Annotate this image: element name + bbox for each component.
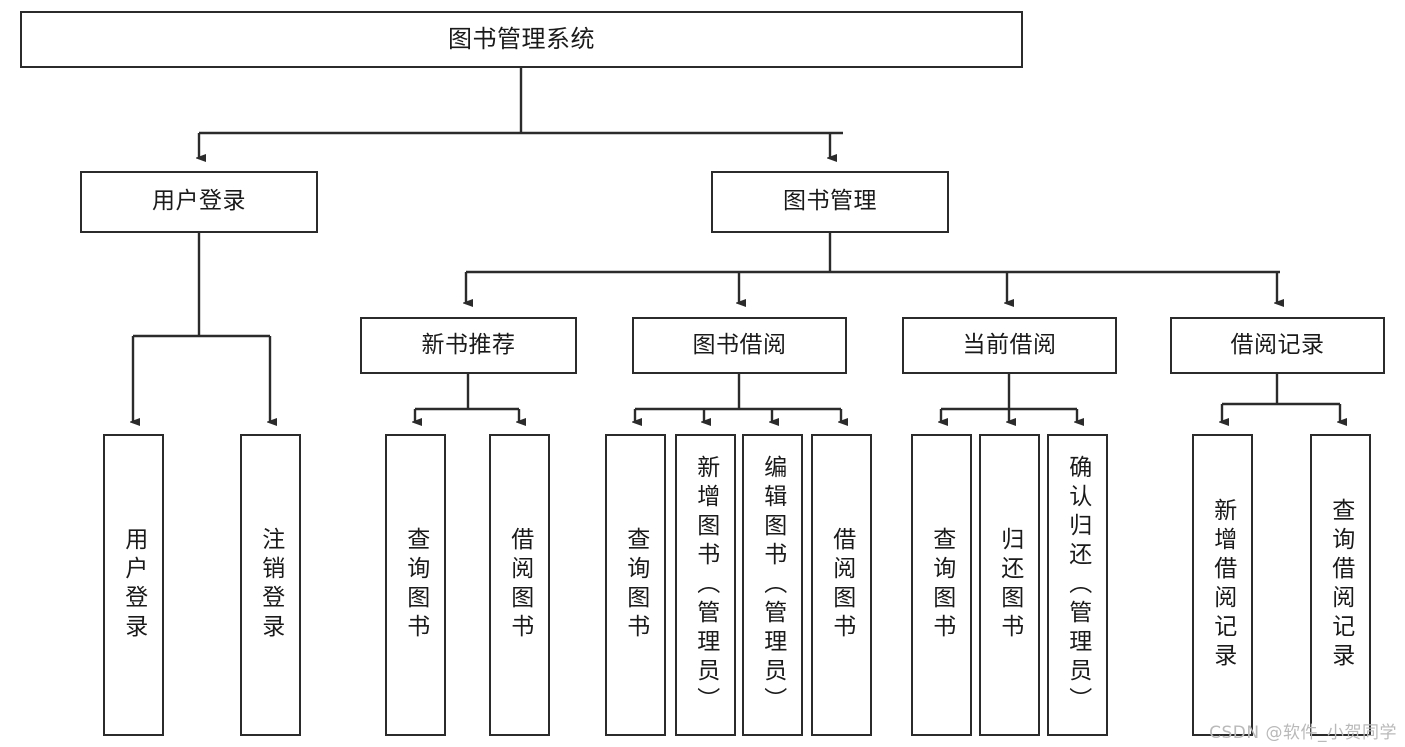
node-leaf-query-book-1-label: 查询图书 bbox=[402, 527, 429, 643]
node-leaf-query-record-label: 查询借阅记录 bbox=[1327, 498, 1354, 672]
node-borrow-record[interactable]: 借阅记录 bbox=[1170, 317, 1385, 374]
node-leaf-query-book-2-label: 查询图书 bbox=[622, 527, 649, 643]
node-root-label: 图书管理系统 bbox=[448, 25, 595, 54]
node-leaf-borrow-book-1[interactable]: 借阅图书 bbox=[489, 434, 550, 736]
node-book-borrow-label: 图书借阅 bbox=[692, 331, 787, 358]
node-root[interactable]: 图书管理系统 bbox=[20, 11, 1023, 68]
node-leaf-borrow-book-2-label: 借阅图书 bbox=[828, 527, 855, 643]
node-leaf-borrow-book-2[interactable]: 借阅图书 bbox=[811, 434, 872, 736]
node-leaf-edit-book-label: 编辑图书（管理员） bbox=[759, 454, 786, 716]
node-leaf-edit-book[interactable]: 编辑图书（管理员） bbox=[742, 434, 803, 736]
node-borrow-record-label: 借阅记录 bbox=[1230, 331, 1325, 358]
node-leaf-user-logout-label: 注销登录 bbox=[257, 527, 284, 643]
node-leaf-query-book-1[interactable]: 查询图书 bbox=[385, 434, 446, 736]
node-new-book-rec[interactable]: 新书推荐 bbox=[360, 317, 577, 374]
node-leaf-query-record[interactable]: 查询借阅记录 bbox=[1310, 434, 1371, 736]
node-book-borrow[interactable]: 图书借阅 bbox=[632, 317, 847, 374]
node-leaf-borrow-book-1-label: 借阅图书 bbox=[506, 527, 533, 643]
node-leaf-user-login[interactable]: 用户登录 bbox=[103, 434, 164, 736]
node-user-login-label: 用户登录 bbox=[152, 188, 246, 215]
node-leaf-add-record[interactable]: 新增借阅记录 bbox=[1192, 434, 1253, 736]
node-user-login[interactable]: 用户登录 bbox=[80, 171, 318, 233]
node-current-borrow-label: 当前借阅 bbox=[962, 331, 1057, 358]
node-leaf-confirm-return[interactable]: 确认归还（管理员） bbox=[1047, 434, 1108, 736]
node-current-borrow[interactable]: 当前借阅 bbox=[902, 317, 1117, 374]
node-leaf-add-book[interactable]: 新增图书（管理员） bbox=[675, 434, 736, 736]
node-book-manage-label: 图书管理 bbox=[783, 188, 877, 215]
node-leaf-query-book-3[interactable]: 查询图书 bbox=[911, 434, 972, 736]
node-leaf-return-book[interactable]: 归还图书 bbox=[979, 434, 1040, 736]
node-leaf-add-record-label: 新增借阅记录 bbox=[1209, 498, 1236, 672]
node-leaf-return-book-label: 归还图书 bbox=[996, 527, 1023, 643]
node-leaf-query-book-2[interactable]: 查询图书 bbox=[605, 434, 666, 736]
node-leaf-query-book-3-label: 查询图书 bbox=[928, 527, 955, 643]
node-leaf-confirm-return-label: 确认归还（管理员） bbox=[1064, 454, 1091, 716]
node-leaf-user-login-label: 用户登录 bbox=[120, 527, 147, 643]
node-leaf-user-logout[interactable]: 注销登录 bbox=[240, 434, 301, 736]
node-book-manage[interactable]: 图书管理 bbox=[711, 171, 949, 233]
node-new-book-rec-label: 新书推荐 bbox=[421, 331, 516, 358]
node-leaf-add-book-label: 新增图书（管理员） bbox=[692, 454, 719, 716]
csdn-watermark: CSDN @软件_小贺同学 bbox=[1209, 723, 1397, 743]
